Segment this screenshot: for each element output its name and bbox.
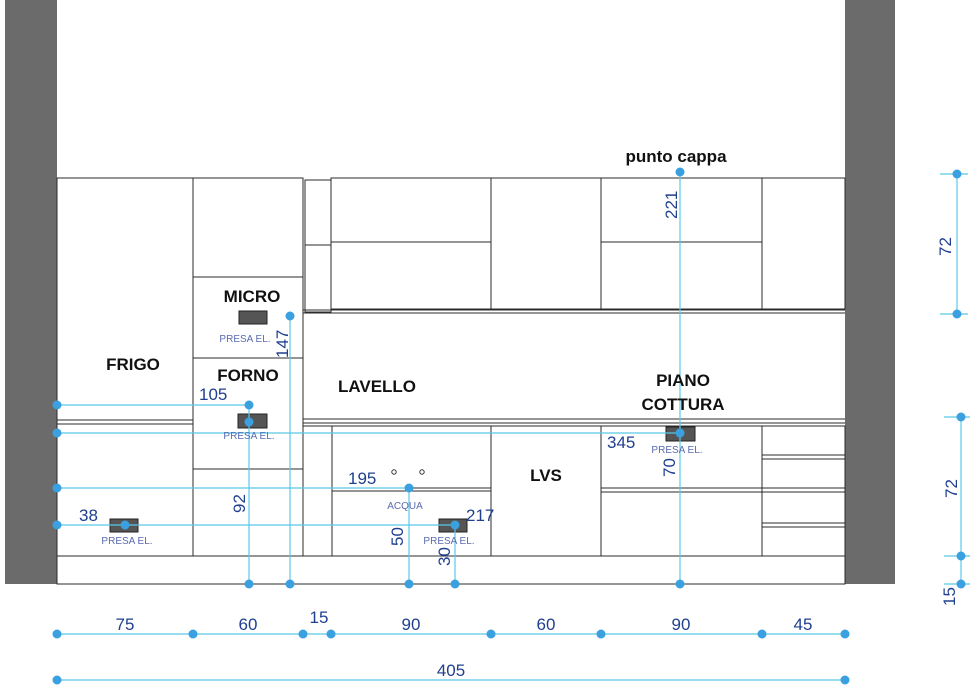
dim-38: 38 [79, 506, 98, 525]
note-presa-forno: PRESA EL. [223, 431, 274, 442]
dim-height-upper: 72 [936, 237, 955, 256]
label-punto-cappa: punto cappa [625, 147, 727, 166]
dim-30: 30 [435, 547, 454, 566]
label-piano-line2: COTTURA [641, 395, 724, 414]
dim-105: 105 [199, 385, 227, 404]
dimension-dots [52, 167, 966, 685]
label-piano-line1: PIANO [656, 371, 710, 390]
label-frigo: FRIGO [106, 355, 160, 374]
dim-147: 147 [273, 330, 292, 358]
note-presa-frigo: PRESA EL. [101, 536, 152, 547]
note-acqua: ACQUA [387, 501, 423, 512]
dim-50: 50 [388, 527, 407, 546]
label-forno: FORNO [217, 366, 278, 385]
dim-221: 221 [662, 191, 681, 219]
dim-height-plinth: 15 [940, 587, 959, 606]
dim-217: 217 [466, 506, 494, 525]
note-presa-lavello: PRESA EL. [423, 536, 474, 547]
dim-width-2: 60 [239, 615, 258, 634]
left-wall [5, 0, 57, 584]
dim-total-width: 405 [437, 661, 465, 680]
dim-345: 345 [607, 433, 635, 452]
dim-width-1: 75 [116, 615, 135, 634]
note-presa-micro: PRESA EL. [219, 334, 270, 345]
label-lavello: LAVELLO [338, 377, 416, 396]
label-micro: MICRO [224, 287, 281, 306]
dim-width-4: 90 [402, 615, 421, 634]
tap-right-icon [419, 469, 425, 475]
dim-width-7: 45 [794, 615, 813, 634]
dim-70: 70 [660, 458, 679, 477]
dim-height-base: 72 [942, 479, 961, 498]
socket-micro-icon [238, 310, 268, 325]
dim-92: 92 [230, 494, 249, 513]
tap-left-icon [391, 469, 397, 475]
dim-width-5: 60 [537, 615, 556, 634]
dim-width-6: 90 [672, 615, 691, 634]
dim-width-3: 15 [310, 608, 329, 627]
upper-cabinets [303, 177, 846, 314]
dim-195: 195 [348, 469, 376, 488]
right-wall [845, 0, 895, 584]
label-lvs: LVS [530, 466, 562, 485]
note-presa-piano: PRESA EL. [651, 445, 702, 456]
